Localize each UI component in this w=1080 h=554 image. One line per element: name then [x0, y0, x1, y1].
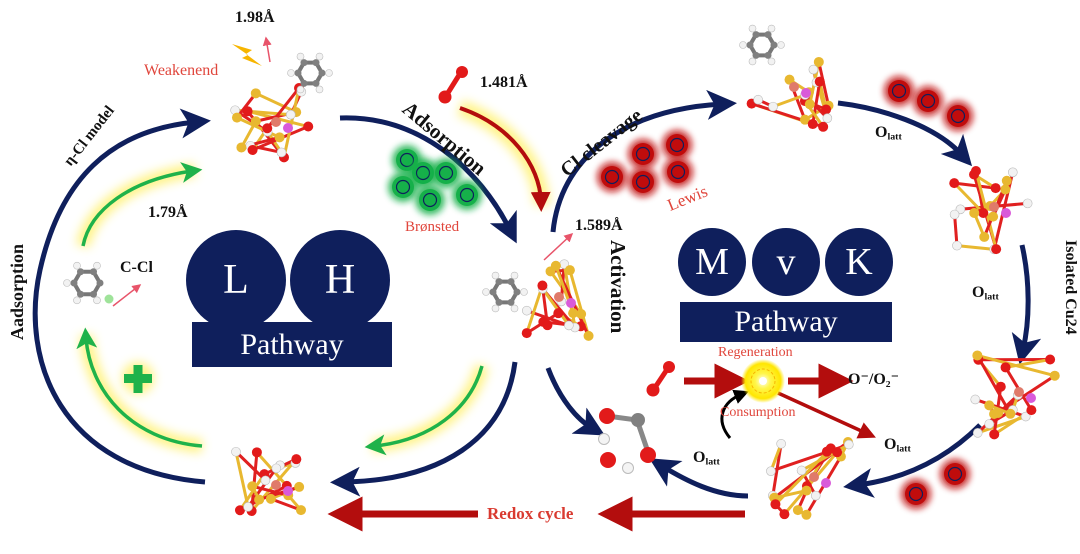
bond-arrow-179 [112, 284, 142, 307]
left-outer-arc-arrow [32, 108, 211, 485]
green-arrow-lower-center [364, 363, 489, 456]
o2-bond-length: 1.481Å [480, 74, 528, 91]
regeneration-label: Regeneration [718, 345, 793, 360]
mvk-letter-k: K [825, 228, 893, 296]
bronsted-site [431, 158, 461, 188]
to-products-arrow [545, 367, 606, 436]
weakened-label: Weakenend [144, 62, 219, 79]
green-arrow-upper [76, 162, 203, 248]
bronsted-acid-sites [388, 145, 482, 215]
o2-adsorption-arrow [457, 100, 551, 212]
activation-bond-length: 1.589Å [575, 217, 623, 234]
c-cl-label: C-Cl [120, 259, 153, 276]
olatt-top-arc-arrow [837, 100, 973, 167]
lh-letter-l: L [186, 230, 286, 330]
green-arrow-lower-left [76, 327, 203, 453]
molecule-lh-site [231, 446, 306, 516]
radical-species-label: O⁻/O₂⁻ [848, 371, 900, 388]
bronsted-site [388, 172, 418, 202]
lewis-site [662, 130, 692, 160]
olatt-main: O [875, 124, 888, 141]
lattice-oxygen-dot [884, 76, 914, 106]
isolated-cu24-label: Isolated Cu24 [1062, 240, 1079, 335]
molecule-regenerated [766, 436, 854, 520]
olatt-sub: latt [705, 456, 720, 468]
return-products-arc-arrow [649, 458, 749, 499]
bronsted-label: Brønsted [405, 219, 460, 235]
olatt-label-consumption: Olatt [884, 437, 911, 454]
olatt-main: O [972, 284, 985, 301]
olatt-sub: latt [887, 131, 902, 143]
o2-molecule-top [438, 66, 468, 104]
lewis-site [597, 162, 627, 192]
plus-icon [122, 362, 154, 394]
lattice-oxygen-dot [943, 101, 973, 131]
lattice-oxygen-dot [901, 479, 931, 509]
consumption-label: Consumption [720, 405, 796, 420]
lh-letter-h: H [290, 230, 390, 330]
bond-arrow-1589 [543, 232, 574, 261]
activation-label: Activation [606, 240, 630, 334]
olatt-bottom-arc-arrow [843, 423, 982, 498]
regeneration-arrows [684, 363, 876, 439]
redox-cycle-label: Redox cycle [487, 504, 574, 523]
mvk-pathway-label: Pathway [680, 302, 892, 342]
lattice-oxygen-dots-bottom [901, 459, 970, 509]
olatt-sub: latt [896, 443, 911, 455]
lattice-oxygen-dot [940, 459, 970, 489]
molecule-eta-cl-adsorbed [230, 52, 333, 163]
lh-top-arc-arrow [339, 115, 517, 244]
molecule-cl-cleaved [739, 24, 834, 132]
co2-h2o-products [598, 408, 656, 474]
mvk-letter-v: v [752, 228, 820, 296]
o2-molecule-right [646, 361, 675, 397]
left-arc-adsorption-label: Aadsorption [7, 243, 27, 340]
lewis-acid-sites [597, 130, 693, 197]
molecule-olatt-intermediate [949, 166, 1033, 255]
olatt-label-bottom: Olatt [693, 450, 720, 467]
olatt-main: O [693, 449, 706, 466]
chlorobenzene-molecule [63, 261, 114, 305]
lh-pathway-label: Pathway [192, 322, 392, 367]
cl-cleavage-arc-arrow [550, 89, 737, 233]
molecule-activated-complex [482, 259, 594, 341]
mvk-letter-m: M [678, 228, 746, 296]
olatt-label-right: Olatt [972, 285, 999, 302]
weakened-bond-length: 1.98Å [235, 9, 275, 26]
bronsted-site [452, 180, 482, 210]
olatt-label-top: Olatt [875, 125, 902, 142]
lattice-oxygen-dot [913, 86, 943, 116]
bond-arrow-198 [262, 36, 272, 63]
lightning-icon [232, 44, 262, 66]
lattice-oxygen-dots-top [884, 76, 973, 131]
olatt-sub: latt [984, 291, 999, 303]
c-cl-bond-length: 1.79Å [148, 204, 188, 221]
lewis-site [628, 139, 658, 169]
lh-bottom-arc-arrow [330, 361, 518, 497]
lewis-site [628, 167, 658, 197]
olatt-main: O [884, 436, 897, 453]
active-site-glow-icon [741, 359, 785, 403]
isolated-cu-arc-arrow [1011, 244, 1042, 365]
bronsted-site [415, 185, 445, 215]
lewis-site [663, 157, 693, 187]
molecule-isolated-cu24 [970, 350, 1060, 440]
